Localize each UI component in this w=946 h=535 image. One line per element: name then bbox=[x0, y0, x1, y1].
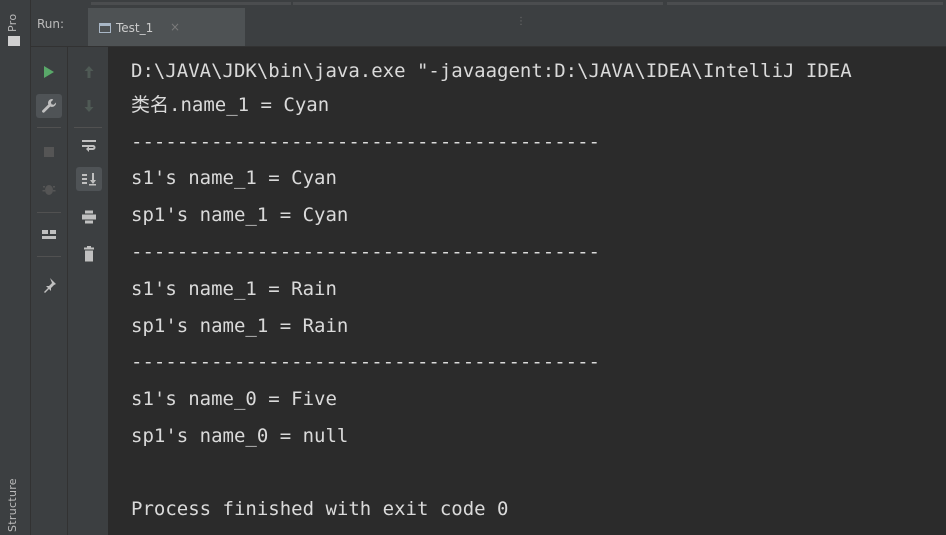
console-line: D:\JAVA\JDK\bin\java.exe "-javaagent:D:\… bbox=[131, 60, 852, 82]
toolbar-separator bbox=[37, 127, 61, 128]
more-options-icon[interactable]: ⋮ bbox=[516, 16, 526, 27]
console-window-icon bbox=[99, 23, 111, 33]
project-folder-icon bbox=[8, 36, 20, 46]
tab-title: Test_1 bbox=[116, 21, 154, 35]
project-tool-tab[interactable]: Pro bbox=[6, 13, 19, 32]
console-exit-line: Process finished with exit code 0 bbox=[131, 498, 509, 520]
pin-icon[interactable] bbox=[36, 273, 62, 297]
console-line: 类名.name_1 = Cyan bbox=[131, 94, 330, 116]
wrench-icon[interactable] bbox=[36, 94, 62, 118]
header-top-segment bbox=[91, 2, 291, 5]
structure-tool-tab[interactable]: Structure bbox=[6, 478, 19, 532]
stop-icon[interactable] bbox=[36, 140, 62, 164]
layout-icon[interactable] bbox=[36, 223, 62, 247]
run-icon[interactable] bbox=[36, 60, 62, 84]
soft-wrap-icon[interactable] bbox=[76, 134, 102, 158]
console-separator-line: ----------------------------------------… bbox=[131, 131, 600, 153]
close-tab-icon[interactable]: × bbox=[170, 20, 181, 34]
run-toolbar-primary bbox=[31, 47, 68, 535]
header-top-bar bbox=[31, 0, 946, 8]
up-arrow-icon[interactable] bbox=[76, 60, 102, 84]
console-line: sp1's name_1 = Rain bbox=[131, 315, 349, 337]
run-header: Run: Test_1 × ⋮ bbox=[31, 0, 946, 47]
console-line: sp1's name_1 = Cyan bbox=[131, 204, 349, 226]
scroll-to-end-icon[interactable] bbox=[76, 167, 102, 191]
console-line: s1's name_1 = Cyan bbox=[131, 167, 337, 189]
print-icon[interactable] bbox=[76, 205, 102, 229]
toolbar-separator bbox=[37, 256, 61, 257]
toolbar-separator bbox=[74, 127, 102, 128]
tab-test-1[interactable]: Test_1 × bbox=[88, 8, 245, 46]
run-toolbar-secondary bbox=[68, 47, 108, 535]
console-line: s1's name_1 = Rain bbox=[131, 278, 337, 300]
toolbar-separator bbox=[37, 212, 61, 213]
console-line: s1's name_0 = Five bbox=[131, 388, 337, 410]
console-line: sp1's name_0 = null bbox=[131, 425, 349, 447]
debug-icon[interactable] bbox=[36, 177, 62, 201]
trash-icon[interactable] bbox=[76, 242, 102, 266]
header-top-segment bbox=[293, 2, 663, 5]
header-top-segment bbox=[667, 2, 943, 5]
down-arrow-icon[interactable] bbox=[76, 94, 102, 118]
console-output[interactable]: D:\JAVA\JDK\bin\java.exe "-javaagent:D:\… bbox=[109, 47, 946, 535]
left-tool-strip: Pro Structure bbox=[0, 0, 31, 535]
console-separator-line: ----------------------------------------… bbox=[131, 241, 600, 263]
console-separator-line: ----------------------------------------… bbox=[131, 351, 600, 373]
run-label: Run: bbox=[37, 17, 65, 31]
